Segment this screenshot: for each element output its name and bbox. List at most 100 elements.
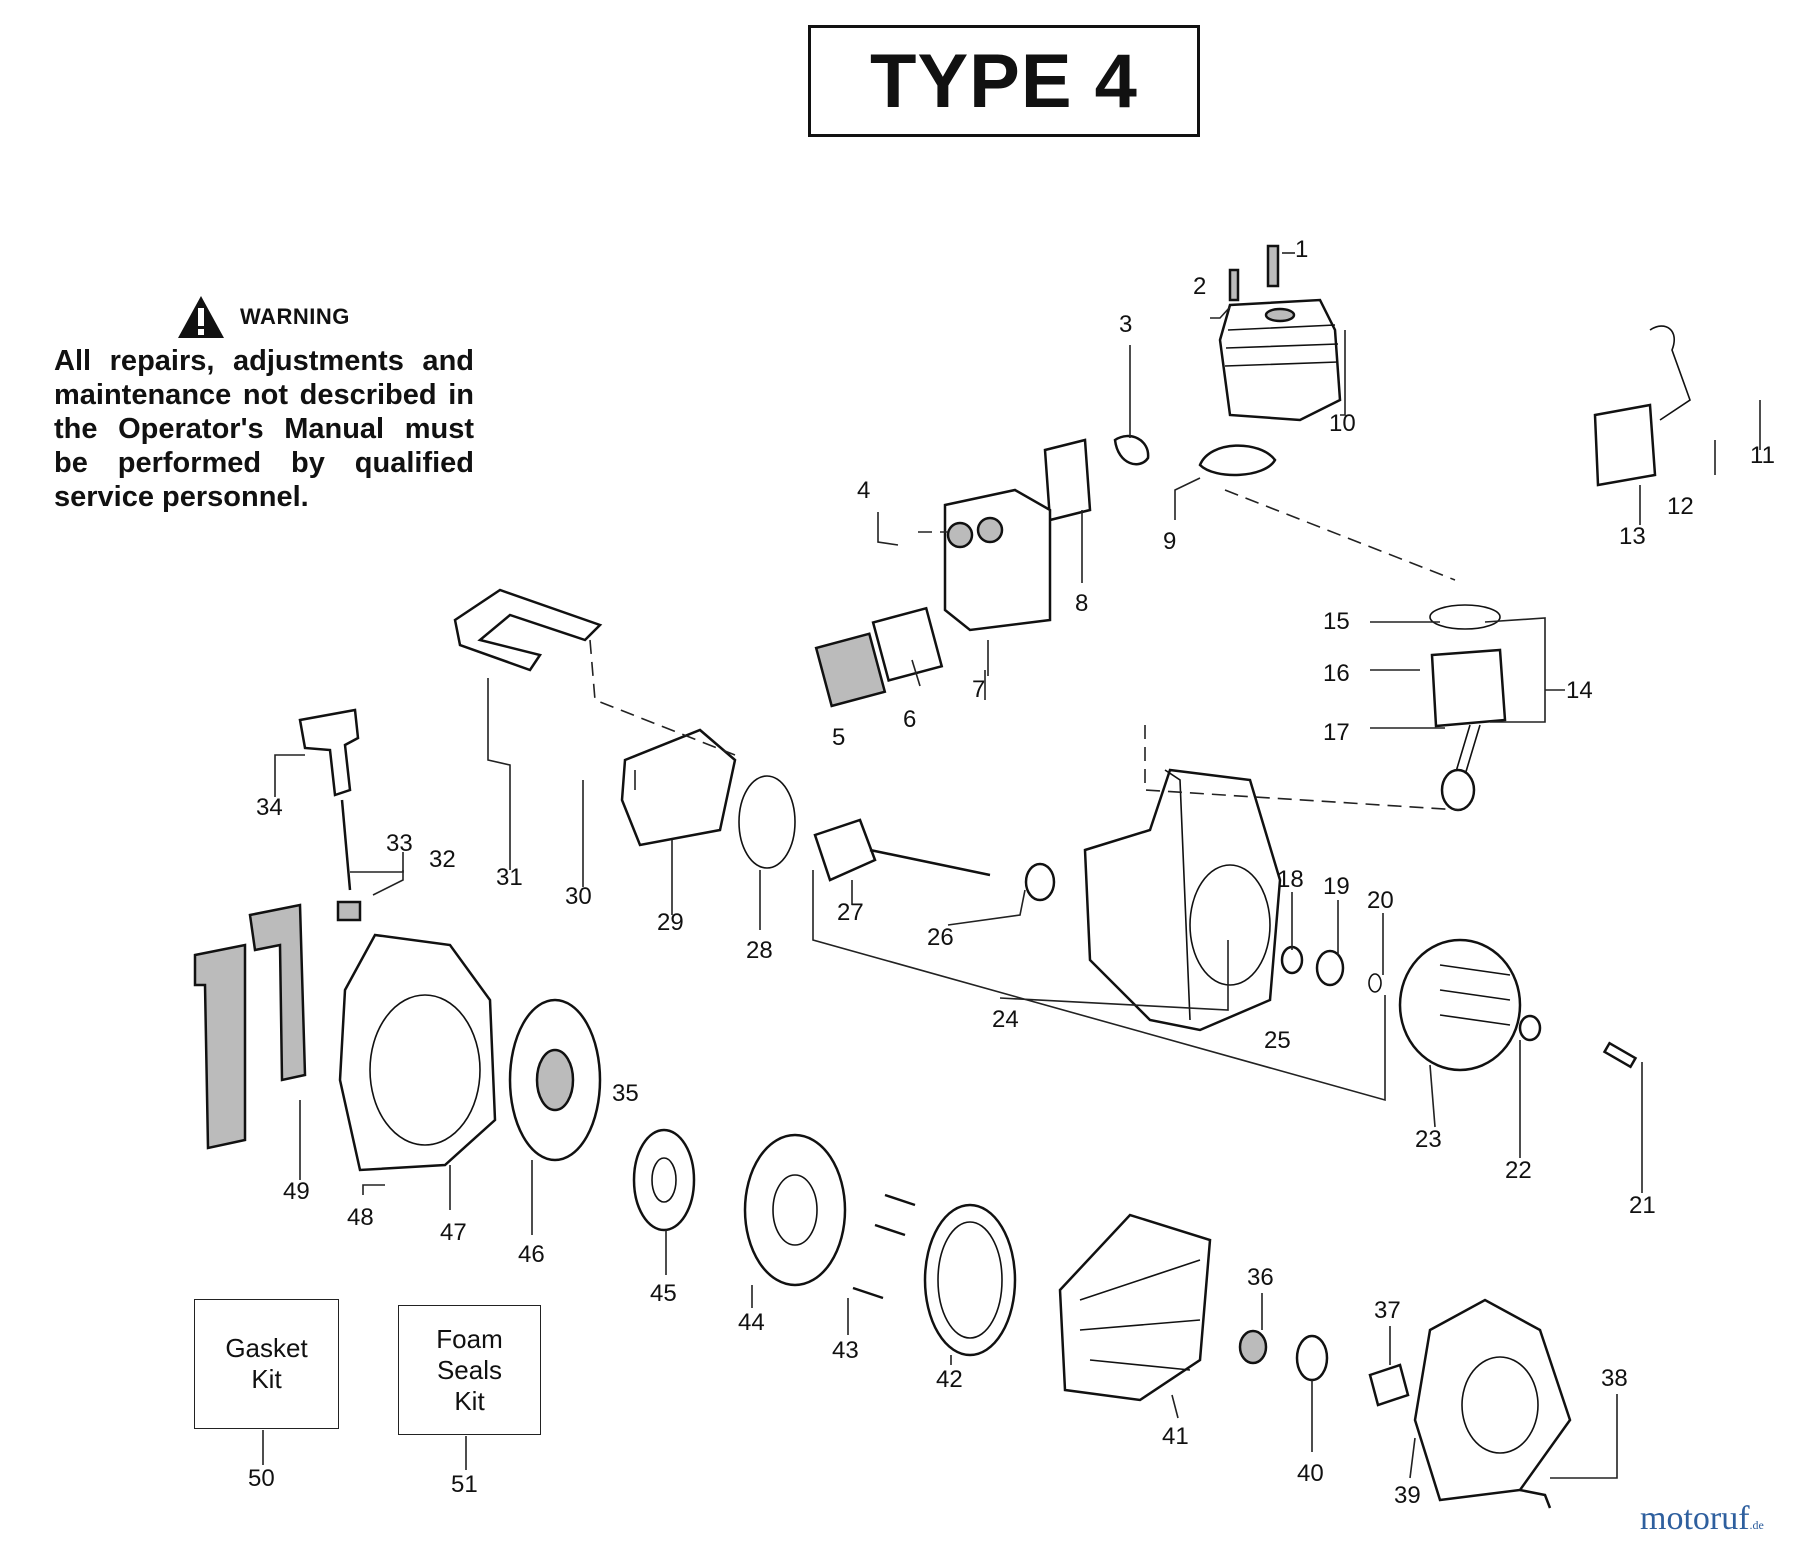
crank-seal-shape bbox=[1024, 862, 1056, 902]
gasket-kit-box: Gasket Kit bbox=[194, 1299, 339, 1429]
callout-20: 20 bbox=[1367, 887, 1394, 914]
spring-washer-shape bbox=[632, 1128, 696, 1232]
nut-36-shape bbox=[1238, 1329, 1268, 1365]
assembly-dash-lines bbox=[589, 489, 1461, 811]
callout-47: 47 bbox=[440, 1219, 467, 1246]
cylinder-bolt-shape bbox=[1228, 268, 1240, 302]
callout-11: 11 bbox=[1750, 442, 1775, 469]
callout-28: 28 bbox=[746, 937, 773, 964]
callout-23: 23 bbox=[1415, 1126, 1442, 1153]
foam-seals-kit-label: Foam Seals Kit bbox=[436, 1323, 503, 1416]
callout-50: 50 bbox=[248, 1465, 275, 1492]
warning-header: WARNING bbox=[176, 292, 474, 342]
callout-3: 3 bbox=[1119, 311, 1132, 338]
screws-43-shape bbox=[852, 1193, 916, 1300]
starter-pulley-shape bbox=[508, 998, 602, 1162]
callout-29: 29 bbox=[657, 909, 684, 936]
callout-1: 1 bbox=[1295, 236, 1308, 263]
callout-21: 21 bbox=[1629, 1192, 1656, 1219]
callout-30: 30 bbox=[565, 883, 592, 910]
flywheel-shape bbox=[1398, 938, 1522, 1072]
callout-18: 18 bbox=[1277, 866, 1304, 893]
callout-38: 38 bbox=[1601, 1365, 1628, 1392]
callout-15: 15 bbox=[1323, 608, 1350, 635]
callout-10: 10 bbox=[1329, 410, 1356, 437]
watermark-text: motoruf bbox=[1640, 1500, 1750, 1537]
foam-seal-left-shape bbox=[193, 943, 247, 1150]
watermark-suffix: .de bbox=[1749, 1518, 1764, 1532]
callout-13: 13 bbox=[1619, 523, 1646, 550]
callout-22: 22 bbox=[1505, 1157, 1532, 1184]
piston-assembly-shape bbox=[1429, 604, 1507, 812]
callout-25: 25 bbox=[1264, 1027, 1291, 1054]
spark-plug-shape bbox=[1266, 244, 1280, 288]
muffler-gasket-shape bbox=[871, 606, 944, 682]
cylinder-shape bbox=[1218, 298, 1342, 422]
callout-51: 51 bbox=[451, 1471, 478, 1498]
callout-45: 45 bbox=[650, 1280, 677, 1307]
callout-26: 26 bbox=[927, 924, 954, 951]
watermark: motoruf.de bbox=[1640, 1500, 1764, 1538]
type-title-box: TYPE 4 bbox=[808, 25, 1200, 137]
seal-18-shape bbox=[1280, 945, 1304, 975]
warning-label: WARNING bbox=[240, 304, 350, 329]
washer-40-shape bbox=[1295, 1334, 1329, 1382]
callout-34: 34 bbox=[256, 794, 283, 821]
callout-32: 32 bbox=[429, 846, 456, 873]
fan-housing-shape bbox=[338, 933, 497, 1172]
callout-46: 46 bbox=[518, 1241, 545, 1268]
callout-17: 17 bbox=[1323, 719, 1350, 746]
muffler-bracket-shape bbox=[1043, 438, 1092, 522]
callout-5: 5 bbox=[832, 724, 845, 751]
small-cap-shape bbox=[1113, 434, 1150, 466]
rope-guide-shape bbox=[336, 900, 362, 922]
starter-rope-shape bbox=[340, 799, 352, 891]
callout-43: 43 bbox=[832, 1337, 859, 1364]
callout-33: 33 bbox=[386, 830, 413, 857]
callout-36: 36 bbox=[1247, 1264, 1274, 1291]
callout-35: 35 bbox=[612, 1080, 639, 1107]
pin-21-shape bbox=[1602, 1041, 1638, 1069]
carb-adapter-shape bbox=[620, 728, 737, 847]
callout-42: 42 bbox=[936, 1366, 963, 1393]
impeller-shape bbox=[1058, 1213, 1212, 1402]
callout-8: 8 bbox=[1075, 590, 1088, 617]
callout-2: 2 bbox=[1193, 273, 1206, 300]
callout-24: 24 bbox=[992, 1006, 1019, 1033]
callout-48: 48 bbox=[347, 1204, 374, 1231]
spacer-37-shape bbox=[1368, 1363, 1410, 1407]
muffler-shape bbox=[943, 488, 1052, 632]
callout-37: 37 bbox=[1374, 1297, 1401, 1324]
warning-notice: WARNING All repairs, adjustments and mai… bbox=[54, 292, 474, 514]
callout-9: 9 bbox=[1163, 528, 1176, 555]
callout-16: 16 bbox=[1323, 660, 1350, 687]
callout-7: 7 bbox=[972, 676, 985, 703]
ignition-module-shape bbox=[1593, 325, 1691, 487]
callout-40: 40 bbox=[1297, 1460, 1324, 1487]
muffler-plate-shape bbox=[814, 632, 887, 708]
warning-text: All repairs, adjustments and maintenance… bbox=[54, 345, 474, 513]
part-illustrations bbox=[193, 244, 1691, 1509]
crankshaft-shape bbox=[813, 818, 991, 882]
foam-seal-right-shape bbox=[248, 903, 307, 1082]
callout-4: 4 bbox=[857, 477, 870, 504]
starter-handle-shape bbox=[298, 708, 360, 797]
bearing-19-shape bbox=[1315, 949, 1345, 987]
callout-41: 41 bbox=[1162, 1423, 1189, 1450]
foam-gasket-shape bbox=[453, 588, 603, 672]
crankcase-shape bbox=[1083, 768, 1282, 1032]
blower-cover-shape bbox=[1413, 1298, 1572, 1502]
callout-44: 44 bbox=[738, 1309, 765, 1336]
volute-ring-shape bbox=[923, 1203, 1017, 1357]
callout-12: 12 bbox=[1667, 493, 1694, 520]
callout-numbers: 1 2 3 10 4 8 9 7 6 5 11 12 13 15 14 16 1… bbox=[248, 236, 1775, 1509]
gasket-kit-label: Gasket Kit bbox=[225, 1333, 308, 1394]
callout-39: 39 bbox=[1394, 1482, 1421, 1509]
callout-19: 19 bbox=[1323, 873, 1350, 900]
callout-31: 31 bbox=[496, 864, 523, 891]
o-ring-shape bbox=[738, 775, 796, 869]
starter-housing-shape bbox=[743, 1133, 847, 1287]
warning-triangle-icon bbox=[178, 296, 224, 338]
cylinder-gasket-shape bbox=[1198, 444, 1277, 477]
